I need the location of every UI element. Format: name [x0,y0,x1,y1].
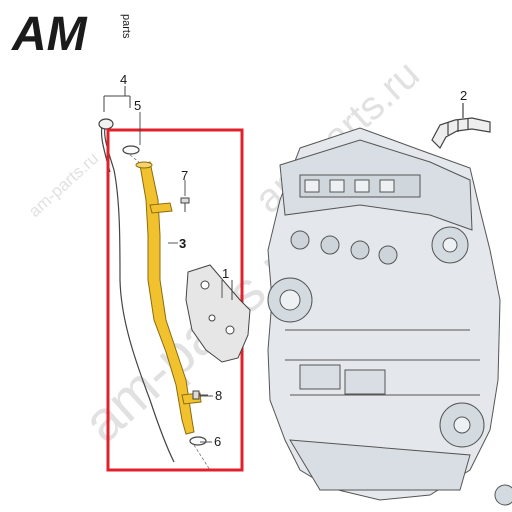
callout-4-bracket [103,86,131,112]
callout-4: 4 [120,72,127,87]
brand-logo: AM parts [11,8,132,61]
watermark-text: am-parts.ru [25,149,102,221]
callout-leaders [139,112,223,443]
bolt-7 [180,197,190,212]
callout-2: 2 [460,88,467,103]
mounting-bracket [185,264,251,363]
callout-1: 1 [222,266,229,281]
o-ring-6 [189,436,207,446]
logo-letters: AM [11,8,88,61]
callout-8: 8 [215,388,222,403]
logo-suffix: parts [120,14,132,39]
breather-hose [431,103,491,149]
guide-lines [129,154,211,471]
highlight-frame [106,128,244,472]
bolt-8 [192,390,208,400]
engine-block [267,127,512,506]
callout-3: 3 [179,236,186,251]
dipstick-guide-tube [135,161,202,435]
callout-7: 7 [181,168,188,183]
callout-5: 5 [134,98,141,113]
callout-6: 6 [214,434,221,449]
dipstick [98,118,175,463]
